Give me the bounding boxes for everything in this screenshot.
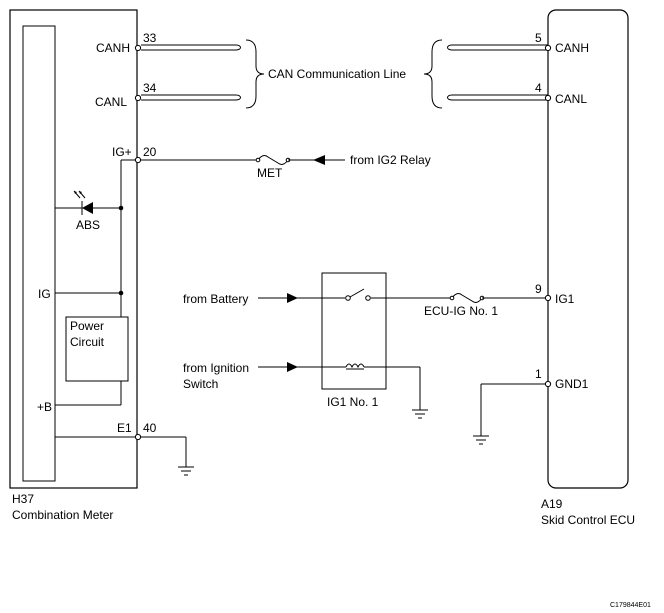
right-brace-icon: [423, 39, 443, 109]
ignition-arrow-icon: [287, 362, 298, 372]
power-circuit-label-1: Power: [70, 319, 104, 333]
abs-junction-dot: [118, 205, 124, 211]
relay-label: IG1 No. 1: [327, 395, 379, 409]
can-communication-lines: CAN Communication Line: [141, 39, 548, 109]
can-line-label: CAN Communication Line: [268, 67, 406, 81]
ecu-connector-pins: [544, 44, 552, 388]
battery-arrow-icon: [287, 293, 298, 303]
ig1-relay: from Battery ECU-IG No. 1 from Ignition …: [183, 272, 548, 419]
ecu-name: Skid Control ECU: [541, 513, 635, 527]
left-brace-icon: [245, 39, 265, 109]
ecu-ig1-label: IG1: [555, 292, 575, 306]
ecu-canh-pin: 5: [535, 31, 542, 45]
meter-ground-icon: [141, 436, 194, 476]
figure-code: C179844E01: [610, 602, 651, 609]
meter-canl-pin: 34: [143, 81, 157, 95]
meter-ig-label: IG: [38, 287, 51, 301]
ecu-canl-pin: 4: [535, 81, 542, 95]
ecu-ig-fuse-icon: [449, 293, 485, 303]
combination-meter: CANH 33 CANL 34 IG+ 20 ABS IG Power Circ…: [9, 9, 157, 522]
meter-canl-label: CANL: [95, 95, 127, 109]
ecu-gnd1-pin: 1: [535, 367, 542, 381]
meter-igplus-label: IG+: [112, 145, 132, 159]
meter-canh-pin: 33: [143, 31, 157, 45]
relay-coil-icon: [345, 363, 365, 370]
meter-igplus-pin: 20: [143, 145, 157, 159]
meter-abs-label: ABS: [76, 218, 100, 232]
ecu-canh-label: CANH: [555, 41, 589, 55]
meter-plus-b-label: +B: [37, 400, 52, 414]
ecu-ground-icon: [473, 435, 489, 445]
met-fuse-label: MET: [257, 166, 283, 180]
met-fuse-icon: [255, 155, 291, 165]
meter-e1-label: E1: [117, 421, 132, 435]
ecu-canl-label: CANL: [555, 92, 587, 106]
meter-canh-label: CANH: [96, 41, 130, 55]
ig2-feed: MET from IG2 Relay: [141, 153, 431, 180]
ecu-connector-code: A19: [541, 497, 563, 511]
relay-ground-icon: [412, 409, 428, 419]
meter-connector-pins: [134, 44, 142, 441]
from-battery-label: from Battery: [183, 292, 248, 306]
meter-e1-pin: 40: [143, 421, 157, 435]
ecu-gnd1-label: GND1: [555, 377, 589, 391]
combination-meter-outline: [9, 9, 138, 489]
skid-control-ecu-outline: [547, 9, 629, 489]
ig2-arrow-icon: [313, 155, 325, 165]
power-circuit-label-2: Circuit: [70, 335, 105, 349]
ecu-ig-fuse-label: ECU-IG No. 1: [424, 304, 498, 318]
relay-switch-icon: [345, 288, 371, 301]
ecu-ig1-pin: 9: [535, 282, 542, 296]
from-ig2-relay-label: from IG2 Relay: [350, 153, 431, 167]
combination-meter-inner-block: [22, 25, 56, 482]
abs-indicator-led-icon: [73, 190, 93, 215]
meter-name: Combination Meter: [12, 508, 113, 522]
relay-box: [321, 272, 387, 390]
skid-control-ecu: 5 CANH 4 CANL 9 IG1 1 GND1 A19 Skid Cont…: [473, 9, 635, 527]
power-circuit-box: [65, 316, 129, 382]
meter-connector-code: H37: [12, 492, 34, 506]
from-ignition-label-1: from Ignition: [183, 361, 249, 375]
from-ignition-label-2: Switch: [183, 377, 218, 391]
